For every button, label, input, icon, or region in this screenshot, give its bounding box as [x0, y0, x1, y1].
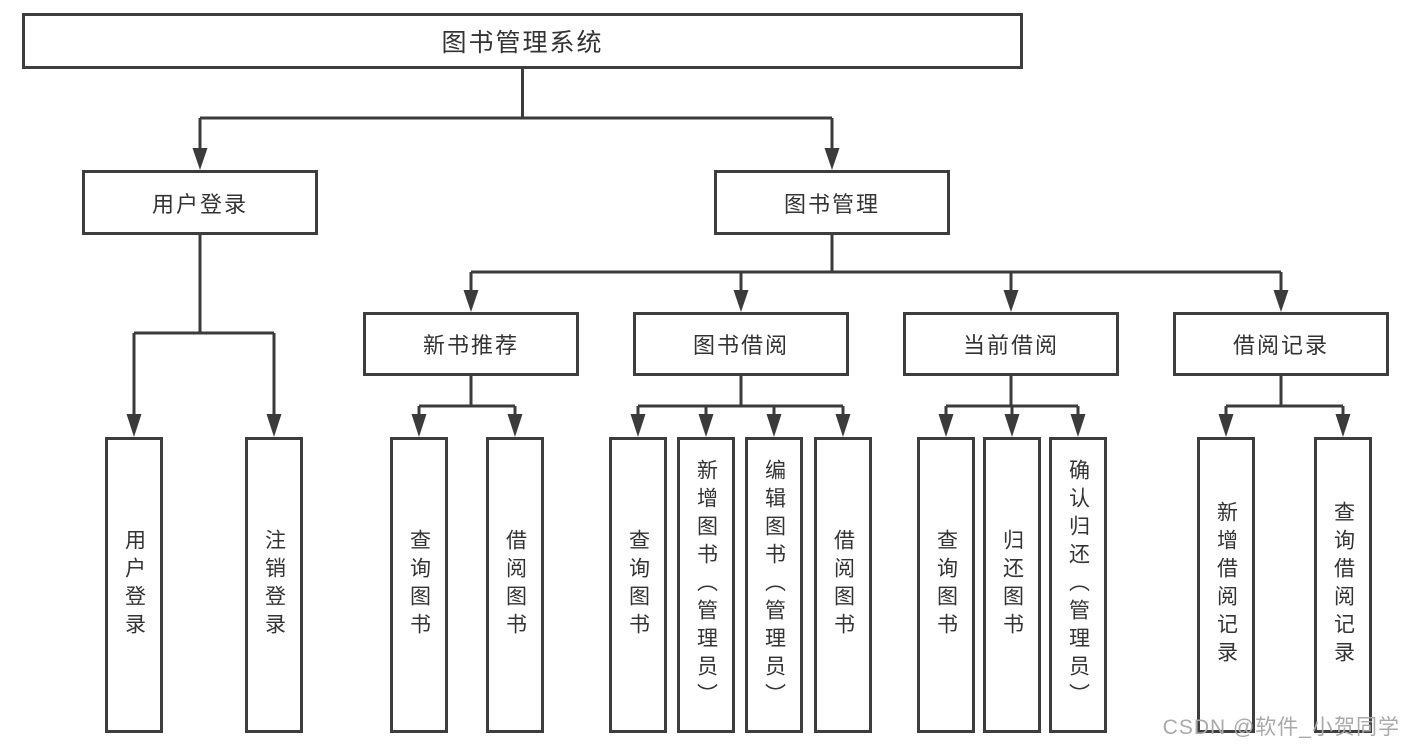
leaf-label: 借阅图书 — [503, 529, 527, 641]
leaf-query-books-borrowing: 查询图书 — [609, 437, 667, 733]
leaf-return-books: 归还图书 — [983, 437, 1041, 733]
leaf-confirm-return-admin: 确认归还（管理员） — [1049, 437, 1107, 733]
leaf-user-login: 用户登录 — [105, 437, 163, 733]
node-book-borrowing: 图书借阅 — [633, 312, 849, 376]
leaf-label: 查询借阅记录 — [1331, 501, 1355, 669]
leaf-label: 用户登录 — [122, 529, 146, 641]
leaf-label: 确认归还（管理员） — [1066, 459, 1090, 711]
leaf-label: 借阅图书 — [831, 529, 855, 641]
node-label: 当前借阅 — [962, 333, 1059, 358]
leaf-borrow-books-recommend: 借阅图书 — [486, 437, 544, 733]
leaf-label: 查询图书 — [626, 529, 650, 641]
leaf-label: 新增借阅记录 — [1214, 501, 1238, 669]
node-label: 用户登录 — [151, 191, 248, 217]
leaf-label: 新增图书（管理员） — [694, 459, 718, 711]
leaf-label: 注销登录 — [262, 529, 286, 641]
node-current-borrowing: 当前借阅 — [903, 312, 1119, 376]
leaf-label: 查询图书 — [934, 529, 958, 641]
leaf-add-borrow-record: 新增借阅记录 — [1197, 437, 1255, 733]
leaf-label: 编辑图书（管理员） — [762, 459, 786, 711]
leaf-query-books-recommend: 查询图书 — [390, 437, 448, 733]
node-label: 图书管理系统 — [441, 29, 604, 57]
node-book-management: 图书管理 — [714, 170, 950, 235]
node-book-management-system: 图书管理系统 — [22, 13, 1023, 69]
leaf-logout: 注销登录 — [245, 437, 303, 733]
node-label: 图书借阅 — [692, 333, 789, 358]
leaf-query-books-current: 查询图书 — [917, 437, 975, 733]
leaf-label: 查询图书 — [407, 529, 431, 641]
leaf-edit-book-admin: 编辑图书（管理员） — [745, 437, 803, 733]
leaf-borrow-books-borrowing: 借阅图书 — [814, 437, 872, 733]
leaf-add-book-admin: 新增图书（管理员） — [677, 437, 735, 733]
leaf-query-borrow-record: 查询借阅记录 — [1314, 437, 1372, 733]
csdn-watermark: CSDN @软件_小贺同学 — [1162, 716, 1400, 739]
node-borrowing-records: 借阅记录 — [1173, 312, 1389, 376]
node-label: 新书推荐 — [422, 333, 519, 358]
node-label: 借阅记录 — [1232, 333, 1329, 358]
leaf-label: 归还图书 — [1000, 529, 1024, 641]
node-label: 图书管理 — [783, 191, 880, 217]
node-new-book-recommendation: 新书推荐 — [363, 312, 579, 376]
node-user-login: 用户登录 — [82, 170, 318, 235]
